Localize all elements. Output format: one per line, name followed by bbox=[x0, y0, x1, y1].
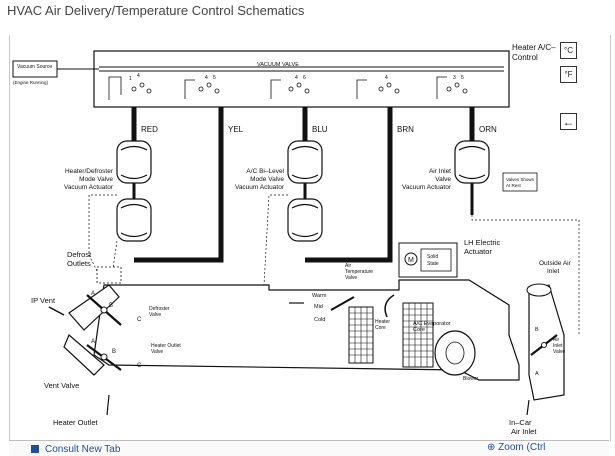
heater-outlet-valve-line1: Heater Outlet bbox=[151, 343, 181, 349]
valve-letter-c2: C bbox=[137, 363, 142, 369]
air-temp-line2: Temperature bbox=[345, 269, 373, 275]
zoom-link-label: Zoom (Ctrl bbox=[498, 442, 546, 453]
valve-letter-a3: A bbox=[535, 371, 539, 377]
celsius-icon[interactable]: °C bbox=[560, 42, 577, 59]
port-5e: 5 bbox=[461, 75, 464, 81]
heater-core-line1: Heater bbox=[375, 319, 390, 325]
diagram-frame bbox=[9, 35, 611, 441]
actuator-bl-line1: A/C Bi–Level bbox=[246, 168, 284, 175]
outside-air-line2: Inlet bbox=[547, 268, 559, 275]
lh-actuator-line1: LH Electric bbox=[464, 238, 501, 247]
incar-air-line2: Air Inlet bbox=[511, 427, 537, 436]
actuator-bl-line3: Vacuum Actuator bbox=[235, 184, 285, 191]
vacuum-valve-label: VACUUM VALVE bbox=[257, 62, 299, 68]
defrost-outlets-line2: Outlets bbox=[67, 259, 91, 268]
warm-label: Warm bbox=[312, 293, 327, 299]
motor-letter: M bbox=[408, 257, 414, 264]
air-temp-line1: Air bbox=[345, 263, 351, 269]
control-label-1: Heater A/C– bbox=[512, 43, 556, 52]
actuator-bl-line2: Mode Valve bbox=[250, 176, 284, 183]
heater-outlet-valve-line2: Valve bbox=[151, 349, 163, 355]
vent-valve-label: Vent Valve bbox=[44, 381, 79, 390]
heater-core-line2: Core bbox=[375, 325, 386, 331]
hose-yel-label: YEL bbox=[228, 125, 244, 134]
square-icon bbox=[31, 445, 39, 454]
valve-letter-a2: A bbox=[91, 339, 95, 345]
valve-letter-c1: C bbox=[137, 317, 142, 323]
consult-link[interactable]: Consult New Tab bbox=[31, 444, 120, 455]
air-inlet-actuator bbox=[454, 140, 490, 215]
port-5b: 5 bbox=[213, 75, 216, 81]
port-4b: 4 bbox=[205, 75, 208, 81]
valves-shown-line2: At Rest bbox=[506, 183, 522, 188]
defroster-valve-line2: Valve bbox=[149, 312, 161, 318]
vacuum-hoses bbox=[131, 107, 475, 263]
actuator-hd-line2: Mode Valve bbox=[79, 176, 113, 183]
fahrenheit-icon[interactable]: °F bbox=[560, 66, 577, 83]
solid-state-line1: Solid bbox=[427, 254, 438, 260]
control-head-box bbox=[93, 50, 510, 108]
evaporator-core bbox=[402, 302, 434, 368]
engine-running-label: (Engine Running) bbox=[13, 80, 49, 85]
vacuum-source-label: Vacuum Source bbox=[17, 64, 52, 70]
solid-state-line2: State bbox=[427, 261, 439, 267]
valve-letter-b3: B bbox=[535, 327, 539, 333]
evap-core-line2: Core bbox=[413, 327, 425, 333]
incar-air-line1: In–Car bbox=[509, 418, 532, 427]
page-title: HVAC Air Delivery/Temperature Control Sc… bbox=[7, 3, 305, 18]
defrost-outlets-line1: Defrost bbox=[67, 250, 92, 259]
air-inlet-valve-line2: Inlet bbox=[553, 343, 563, 349]
zoom-link[interactable]: ⊕ Zoom (Ctrl bbox=[487, 442, 545, 453]
port-1a: 1 bbox=[129, 76, 132, 82]
air-temp-line3: Valve bbox=[345, 275, 357, 281]
air-inlet-valve-line3: Valve bbox=[553, 349, 565, 355]
hose-brn-label: BRN bbox=[397, 125, 414, 134]
valves-shown-box bbox=[502, 172, 538, 192]
hose-blu-label: BLU bbox=[312, 125, 328, 134]
motor-icon bbox=[404, 252, 418, 266]
ip-vent-label: IP Vent bbox=[31, 296, 56, 305]
heater-defroster-actuator bbox=[116, 140, 152, 242]
bilevel-actuator bbox=[287, 140, 323, 242]
actuator-ai-line1: Air Inlet bbox=[429, 168, 451, 175]
lh-actuator-line2: Actuator bbox=[464, 247, 492, 256]
port-6c: 6 bbox=[303, 75, 306, 81]
air-inlet-valve-line1: Air bbox=[553, 337, 559, 343]
mid-label: Mid bbox=[314, 304, 323, 310]
valve-letter-b2: B bbox=[112, 349, 116, 355]
port-4d: 4 bbox=[385, 75, 388, 81]
back-arrow-icon[interactable]: ← bbox=[560, 113, 577, 130]
port-3e: 3 bbox=[453, 75, 456, 81]
consult-link-label: Consult New Tab bbox=[45, 444, 121, 455]
defrost-outlet-box bbox=[96, 266, 122, 284]
port-4a: 4 bbox=[137, 73, 140, 79]
hvac-schematic: VACUUM VALVE Vacuum Source (Engine Runni… bbox=[12, 43, 580, 436]
control-valve-ports bbox=[108, 76, 468, 100]
bottom-toolbar: Consult New Tab ⊕ Zoom (Ctrl bbox=[9, 440, 609, 456]
outside-air-line1: Outside Air bbox=[539, 260, 572, 267]
actuator-ai-line2: Valve bbox=[435, 176, 451, 183]
heater-core bbox=[348, 306, 374, 364]
control-label-2: Control bbox=[512, 53, 538, 62]
actuator-ai-line3: Vacuum Actuator bbox=[402, 184, 452, 191]
actuator-hd-line1: Heater/Defroster bbox=[65, 168, 114, 175]
valves-shown-line1: Valves Shown bbox=[506, 177, 535, 182]
heater-outlet-label: Heater Outlet bbox=[53, 418, 99, 427]
blower-label: Blower bbox=[463, 376, 479, 382]
hose-orn-label: ORN bbox=[479, 125, 497, 134]
valve-letter-b1: B bbox=[109, 303, 113, 309]
cold-label: Cold bbox=[314, 317, 325, 323]
actuator-hd-line3: Vacuum Actuator bbox=[64, 184, 114, 191]
valve-letter-a1: A bbox=[91, 291, 95, 297]
defroster-valve-line1: Defroster bbox=[149, 306, 170, 312]
zoom-icon: ⊕ bbox=[487, 442, 496, 453]
evap-core-line1: A/C Evaporator bbox=[413, 321, 451, 327]
hose-red-label: RED bbox=[141, 125, 158, 134]
port-4c: 4 bbox=[295, 75, 298, 81]
